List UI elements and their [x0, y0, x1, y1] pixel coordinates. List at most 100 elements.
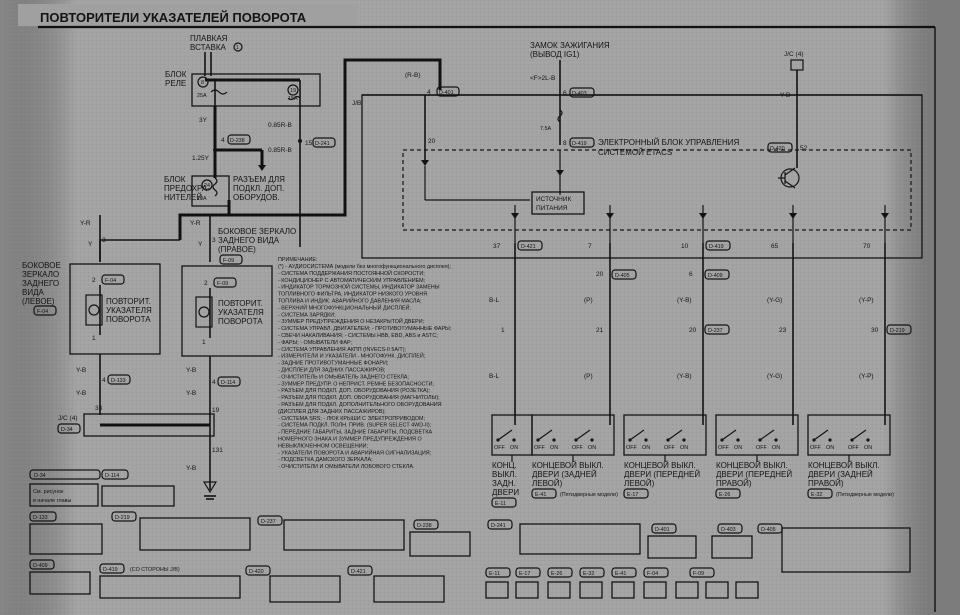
model-note: (Пятидверные модели)	[836, 492, 894, 498]
svg-text:0.85R-B: 0.85R-B	[268, 122, 292, 129]
svg-text:E-41: E-41	[615, 571, 626, 577]
svg-text:(ЛЕВОЕ): (ЛЕВОЕ)	[22, 297, 55, 306]
note-line: - ЗАДНИЕ ПРОТИВОТУМАННЫЕ ФОНАРИ;	[278, 361, 389, 367]
svg-text:0.85R-B: 0.85R-B	[268, 147, 292, 154]
note-line: (*) - АУДИОСИСТЕМА (модели без многофунк…	[278, 264, 451, 270]
door-switch-label: ДВЕРИ (ПЕРЕДНЕЙ	[716, 470, 792, 479]
svg-text:D-405: D-405	[761, 527, 776, 533]
svg-text:33: 33	[95, 405, 103, 412]
pin-label: 23	[779, 327, 787, 334]
fuse-link: ПЛАВКАЯ ВСТАВКА 1	[190, 34, 243, 76]
svg-text:131: 131	[212, 447, 223, 454]
svg-text:D-238: D-238	[417, 523, 432, 529]
mirror-left: Y-R Y 3 БОКОВОЕ ЗЕРКАЛО ЗАДНЕГО ВИДА (ЛЕ…	[22, 215, 180, 355]
model-note: (Пятидверные модели)	[560, 492, 618, 498]
door-switch-label: ДВЕРИ (ЗАДНЕЙ	[532, 470, 597, 479]
svg-text:<F>2L-B: <F>2L-B	[530, 75, 555, 82]
switch-off-label: OFF	[534, 445, 545, 451]
door-switch-label: ДВЕРИ (ЗАДНЕЙ	[808, 470, 873, 479]
wire-color: (P)	[584, 297, 593, 304]
svg-text:ПОВОРОТА: ПОВОРОТА	[218, 317, 263, 326]
svg-text:3Y: 3Y	[199, 117, 208, 124]
svg-text:ЗАДНЕГО: ЗАДНЕГО	[22, 279, 59, 288]
wire-color: (P)	[584, 373, 593, 380]
pin-label: 65	[771, 243, 779, 250]
wire-color: (Y-P)	[859, 297, 874, 304]
wire-color: (Y-G)	[767, 373, 782, 380]
svg-text:(ВЫВОД IG1): (ВЫВОД IG1)	[530, 50, 580, 59]
svg-text:БЛОК: БЛОК	[165, 70, 187, 79]
svg-text:19: 19	[212, 407, 220, 414]
note-line: - ВЕРХНИЙ МНОГОФУНКЦИОНАЛЬНЫЙ ДИСПЛЕЙ;	[278, 303, 411, 311]
switch-on-label: ON	[734, 445, 742, 451]
notes-block: ПРИМЕЧАНИЕ: (*) - АУДИОСИСТЕМА (модели б…	[278, 257, 452, 470]
door-switch-label: ЛЕВОЙ)	[624, 479, 655, 488]
svg-text:3: 3	[102, 237, 106, 244]
connector-code: D-405	[615, 273, 630, 279]
pin-label: 20	[689, 327, 697, 334]
svg-text:19: 19	[290, 88, 296, 94]
svg-text:(R-B): (R-B)	[405, 72, 421, 79]
svg-text:7.5A: 7.5A	[540, 126, 551, 132]
switch-on-label: ON	[826, 445, 834, 451]
note-line: - СИСТЕМА УПРАВЛЕНИЯ АКПП (INVECS-II 5A/…	[278, 347, 407, 353]
svg-text:D-420: D-420	[770, 146, 785, 152]
svg-text:1: 1	[202, 339, 206, 346]
svg-text:D-241: D-241	[491, 523, 506, 529]
pin-label: 37	[493, 243, 501, 250]
pin-label: 10	[681, 243, 689, 250]
note-line: ТОПЛИВНОГО ФИЛЬТРА, ИНДИКАТОР НИЗКОГО УР…	[278, 292, 427, 298]
note-line: - СИСТЕМА ПОДДЕРЖАНИЯ ПОСТОЯННОЙ СКОРОСТ…	[278, 269, 425, 277]
wire-3y: 3Y 4 D-238 1.25Y	[192, 106, 266, 178]
svg-text:E-26: E-26	[551, 571, 562, 577]
switch-on-label: ON	[772, 445, 780, 451]
switch-on-label: ON	[588, 445, 596, 451]
connector-code: D-421	[521, 244, 536, 250]
svg-text:См. рисунок: См. рисунок	[33, 489, 64, 495]
svg-text:24: 24	[204, 183, 210, 189]
door-switch-label: КОНЦ.	[492, 461, 517, 470]
etacs-diodes	[511, 205, 889, 243]
wire-color: (Y-B)	[677, 373, 692, 380]
pin-label: 1	[501, 327, 505, 334]
svg-text:3: 3	[212, 237, 216, 244]
svg-text:4: 4	[221, 137, 225, 144]
svg-text:ПОВТОРИТ.: ПОВТОРИТ.	[106, 297, 151, 306]
svg-text:F-09: F-09	[217, 281, 228, 287]
connector-code: E-26	[719, 492, 730, 498]
svg-text:1: 1	[236, 45, 239, 51]
connector-code: E-17	[627, 492, 638, 498]
switch-off-label: OFF	[756, 445, 767, 451]
pin-label: 70	[863, 243, 871, 250]
note-line: НОМЕРНОГО ЗНАКА И ЗУММЕР ПРЕДУПРЕЖДЕНИЯ …	[278, 437, 422, 443]
svg-text:15: 15	[305, 140, 313, 147]
pin-label: 7	[588, 243, 592, 250]
svg-text:D-34: D-34	[61, 427, 73, 433]
etacs-unit: ЭЛЕКТРОННЫЙ БЛОК УПРАВЛЕНИЯ СИСТЕМОЙ ETA…	[402, 95, 912, 231]
page-title: ПОВТОРИТЕЛИ УКАЗАТЕЛЕЙ ПОВОРОТА	[40, 10, 307, 25]
svg-text:6: 6	[563, 90, 567, 97]
svg-text:D-219: D-219	[115, 515, 130, 521]
svg-text:Y: Y	[198, 241, 203, 248]
connector-opt-equipment: РАЗЪЕМ ДЛЯ ПОДКЛ. ДОП. ОБОРУДОВ.	[233, 175, 285, 202]
switch-off-label: OFF	[718, 445, 729, 451]
svg-text:D-238: D-238	[230, 138, 245, 144]
svg-text:УКАЗАТЕЛЯ: УКАЗАТЕЛЯ	[106, 306, 152, 315]
note-line: - ИНДИКАТОР ТОРМОЗНОЙ СИСТЕМЫ, ИНДИКАТОР…	[278, 283, 440, 291]
svg-text:D-114: D-114	[105, 473, 119, 479]
svg-text:1: 1	[92, 335, 96, 342]
svg-text:Y-B: Y-B	[186, 390, 196, 397]
fuse-block: БЛОК ПРЕДОХРА- НИТЕЛЕЙ 24 10A	[164, 175, 230, 207]
svg-text:J/B: J/B	[352, 100, 361, 107]
svg-text:Y-B: Y-B	[76, 390, 86, 397]
svg-text:F-04: F-04	[37, 309, 48, 315]
connector-code: E-32	[811, 492, 822, 498]
jc4-top: J/C (4) Y-B 52 D-420	[767, 51, 808, 168]
svg-text:D-401: D-401	[439, 90, 454, 96]
wire-color: (Y-G)	[767, 297, 782, 304]
note-line: - УКАЗАТЕЛИ ПОВОРОТА И АВАРИЙНАЯ СИГНАЛИ…	[278, 448, 432, 456]
svg-text:(СО СТОРОНЫ J/B): (СО СТОРОНЫ J/B)	[130, 567, 180, 573]
pin-label: 30	[871, 327, 879, 334]
door-switch-label: ДВЕРИ	[492, 488, 519, 497]
